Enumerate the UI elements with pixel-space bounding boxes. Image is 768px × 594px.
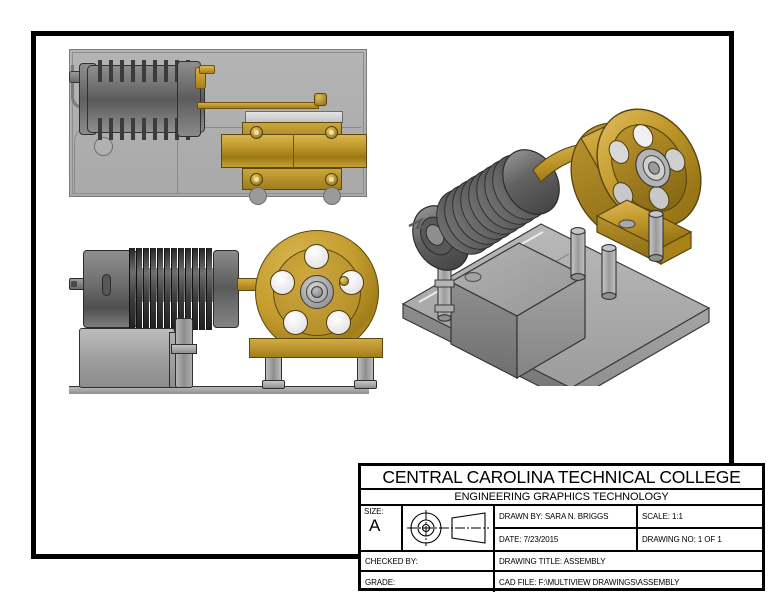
base-plate-hole-icon (94, 137, 113, 156)
cooling-fin-front-11 (199, 248, 205, 330)
support-post-collar-front (171, 344, 197, 354)
cooling-fin-front-1 (129, 248, 135, 330)
date-drawingno-row: DATE: 7/23/2015 DRAWING NO: 1 OF 1 (495, 529, 762, 550)
sheet-size-value: A (369, 516, 381, 535)
flywheel-hole-3 (326, 310, 351, 335)
cooling-fin-bottom-7 (164, 118, 168, 140)
flywheel-shaft-front (311, 286, 323, 298)
cooling-fin-front-2 (136, 248, 142, 330)
cooling-fin-bottom-4 (131, 118, 135, 140)
cooling-fin-front-12 (206, 248, 212, 330)
cooling-fin-bottom-5 (142, 118, 146, 140)
date-field: DATE: 7/23/2015 (495, 529, 638, 550)
third-angle-projection-symbol-icon (407, 510, 489, 546)
flywheel-hole-5 (270, 270, 295, 295)
flywheel-seam-top (293, 134, 295, 168)
drawing-number-field: DRAWING NO: 1 OF 1 (642, 535, 722, 544)
flywheel-hole-1 (304, 244, 329, 269)
title-block-middle-row: SIZE: A DRAWN BY: SARA N. BRI (361, 506, 762, 552)
cooling-fin-top-2 (109, 60, 113, 82)
flywheel-crank-pin-front (339, 276, 349, 286)
top-view (69, 49, 367, 205)
flywheel-leg-foot-right-front (354, 380, 377, 389)
flywheel-pedestal-front (249, 338, 383, 358)
cooling-fin-front-3 (143, 248, 149, 330)
bearing-bolt-top-right (325, 126, 338, 139)
department-name: ENGINEERING GRAPHICS TECHNOLOGY (361, 490, 762, 506)
grade-field: GRADE: (361, 572, 495, 592)
iso-flywheel-legs (570, 210, 664, 300)
cooling-fin-bottom-1 (98, 118, 102, 140)
bearing-block-lower-top (242, 168, 342, 190)
leg-footprint-left-top (249, 187, 267, 205)
cooling-fin-top-7 (164, 60, 168, 82)
checked-by-field: CHECKED BY: (361, 552, 495, 570)
isometric-view (391, 76, 721, 386)
drawn-by-field: DRAWN BY: SARA N. BRIGGS (495, 506, 638, 527)
bearing-bolt-bottom-left (250, 173, 263, 186)
cooling-fin-front-7 (171, 248, 177, 330)
bearing-bolt-top-left (250, 126, 263, 139)
cooling-fin-front-8 (178, 248, 184, 330)
cylinder-end-cap-front (213, 250, 239, 328)
piston-shaft-tip-front (71, 281, 77, 287)
flywheel-hole-4 (283, 310, 308, 335)
base-plate-front (69, 386, 369, 394)
iso-flywheel (570, 108, 702, 265)
connecting-rod-top (197, 102, 319, 109)
flywheel-front (255, 230, 379, 354)
cooling-fin-bottom-3 (120, 118, 124, 140)
company-name: CENTRAL CAROLINA TECHNICAL COLLEGE (361, 466, 762, 490)
isometric-assembly-graphic (401, 108, 711, 386)
scale-field: SCALE: 1:1 (642, 512, 683, 521)
section-plane-inner-edge (72, 52, 364, 194)
front-view (69, 226, 383, 396)
cad-file-field: CAD FILE: F:\MULTIVIEW DRAWINGS\ASSEMBLY (499, 577, 680, 587)
flywheel-leg-foot-left-front (262, 380, 285, 389)
drawn-scale-row: DRAWN BY: SARA N. BRIGGS SCALE: 1:1 (495, 506, 762, 529)
cooling-fin-top-3 (120, 60, 124, 82)
iso-engine-base-box (449, 242, 587, 380)
cooling-fin-top-6 (153, 60, 157, 82)
cooling-fin-front-6 (164, 248, 170, 330)
base-plate-outline-top (74, 127, 361, 194)
cooling-fin-top-1 (98, 60, 102, 82)
cooling-fin-bottom-6 (153, 118, 157, 140)
title-block-middle-right: DRAWN BY: SARA N. BRIGGS SCALE: 1:1 DATE… (495, 506, 762, 550)
projection-symbol-cell (403, 506, 495, 550)
rod-elbow-horizontal-top (199, 65, 215, 74)
cooling-fin-top-5 (142, 60, 146, 82)
cooling-fin-front-4 (150, 248, 156, 330)
crank-pin-top (314, 93, 327, 106)
cylinder-slot-front (102, 274, 111, 296)
cooling-fin-front-5 (157, 248, 163, 330)
title-block: CENTRAL CAROLINA TECHNICAL COLLEGE ENGIN… (358, 463, 765, 592)
flywheel-hub-outer-front (300, 275, 334, 309)
cooling-fin-bottom-2 (109, 118, 113, 140)
bearing-bolt-bottom-right (325, 173, 338, 186)
cooling-fin-front-9 (185, 248, 191, 330)
base-plate-seam (177, 125, 179, 194)
checked-title-row: CHECKED BY: DRAWING TITLE: ASSEMBLY (361, 552, 762, 572)
sheet-size-label: SIZE: (364, 507, 384, 516)
engine-base-box-front (79, 328, 175, 388)
grade-cadfile-row: GRADE: CAD FILE: F:\MULTIVIEW DRAWINGS\A… (361, 572, 762, 592)
sheet-size-cell: SIZE: A (361, 506, 403, 550)
cooling-fin-front-10 (192, 248, 198, 330)
iso-finned-cylinder (408, 149, 560, 271)
cooling-fin-top-4 (131, 60, 135, 82)
drawing-border-frame: CENTRAL CAROLINA TECHNICAL COLLEGE ENGIN… (31, 31, 765, 592)
drawing-title-field: DRAWING TITLE: ASSEMBLY (499, 556, 606, 566)
leg-footprint-right-top (323, 187, 341, 205)
cooling-fin-stack-front (129, 248, 215, 330)
